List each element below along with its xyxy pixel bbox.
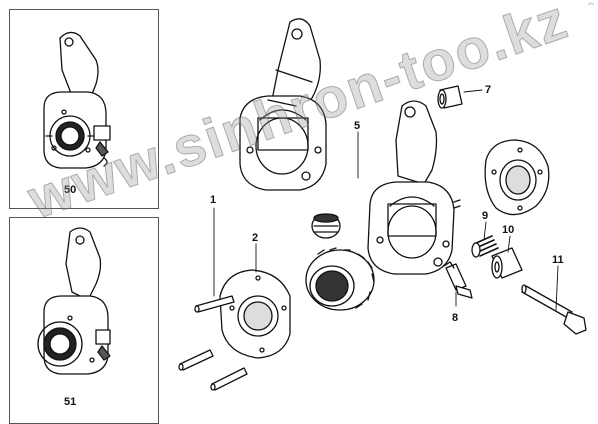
inset-label-50: 50 [64, 184, 77, 196]
callout-7: 7 [485, 84, 492, 96]
callout-1: 1 [210, 194, 217, 206]
needle-bearing [305, 247, 375, 311]
bushing-7 [437, 85, 463, 109]
callout-5: 5 [354, 120, 361, 132]
callout-2: 2 [252, 232, 259, 244]
sleeve-10 [491, 247, 523, 279]
callout-9: 9 [482, 210, 489, 222]
worm-gear [311, 213, 341, 239]
inset-label-51: 51 [64, 396, 77, 408]
slack-adjuster-50 [43, 31, 111, 169]
corner-mark: ᵃ⁰ᵉ [588, 2, 594, 8]
pin-lower-b [210, 367, 248, 391]
grease-fitting-8 [443, 261, 473, 299]
bolt-11 [521, 284, 587, 335]
gasket-plate-2 [219, 269, 291, 359]
callout-10: 10 [502, 224, 515, 236]
callout-8: 8 [452, 312, 459, 324]
pin-1 [194, 295, 235, 313]
leader-lines [213, 89, 559, 311]
adjuster-body-center [367, 100, 461, 275]
spring-9 [471, 235, 499, 258]
pin-lower-a [178, 349, 214, 371]
adjuster-arm-left [239, 18, 327, 191]
cover-plate-right [484, 139, 550, 216]
slack-adjuster-51 [37, 227, 111, 375]
callout-11: 11 [552, 254, 564, 266]
